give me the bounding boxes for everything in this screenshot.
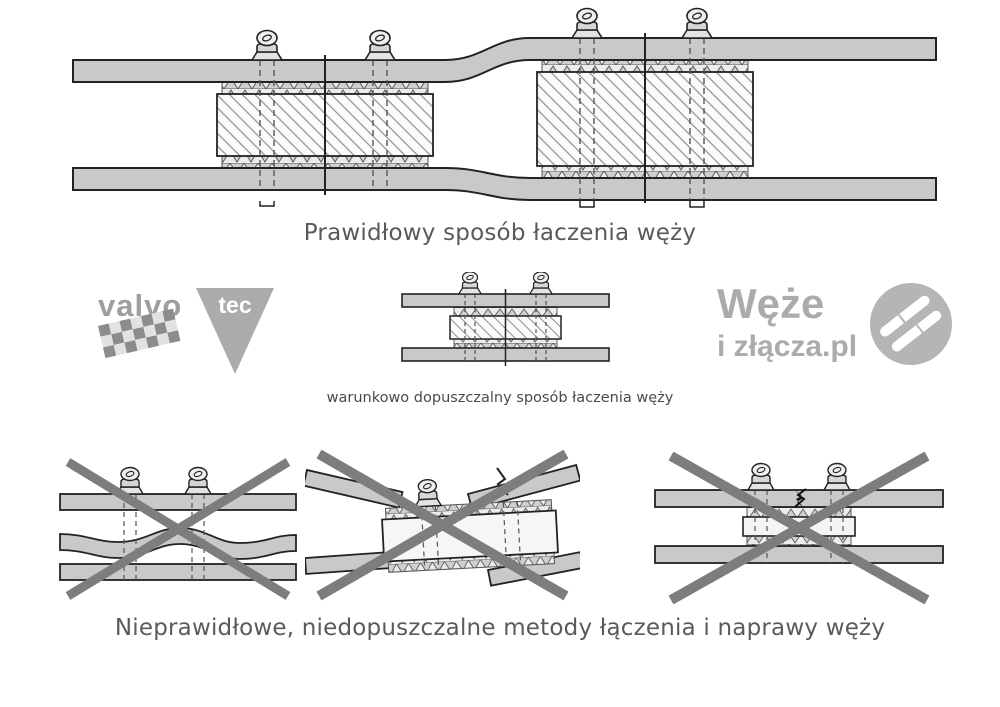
caption-correct-method: Prawidłowy sposób łaczenia węży <box>303 220 697 246</box>
hose-clamp-screw-icon <box>251 29 283 61</box>
correct-joining-diagram <box>72 7 937 208</box>
hose-damage-crack-icon <box>793 488 807 509</box>
hose-clamp-screw-icon <box>823 462 851 491</box>
clamp-band-lines <box>259 38 705 200</box>
hose-bottom-wall <box>654 545 944 564</box>
weze-logo-line1: Węże <box>717 280 824 327</box>
valvotec-logo-suffix: tec <box>218 292 251 318</box>
incorrect-method-repair-diagram <box>654 451 944 605</box>
incorrect-method-angled-diagram <box>305 449 580 601</box>
hose-top-wall <box>72 37 937 83</box>
weze-logo-line2: i złącza.pl <box>717 330 857 363</box>
conditional-joining-diagram <box>401 272 610 366</box>
caption-incorrect-methods: Nieprawidłowe, niedopuszczalne metody łą… <box>114 615 886 641</box>
hose-clamp-screw-icon <box>184 466 212 495</box>
weze-izlacza-logo: Węże i złącza.pl <box>717 280 952 365</box>
hose-icon <box>870 283 952 365</box>
hose-clamp-screw-icon <box>458 272 482 295</box>
hose-top-wall <box>59 493 297 511</box>
hose-clamp-screw-icon <box>681 7 713 39</box>
valvotec-triangle-icon <box>196 288 274 374</box>
incorrect-method-no-fitting-diagram <box>59 458 297 600</box>
hose-bottom-wall <box>72 167 937 201</box>
valvotec-logo: valvo tec <box>98 288 274 374</box>
hose-clamp-screw-icon <box>747 462 775 491</box>
clamp-band-ends <box>259 201 705 208</box>
cross-out-icon <box>65 458 291 600</box>
checkered-flag-icon <box>98 308 181 359</box>
hose-clamp-screw-icon <box>529 272 553 295</box>
hose-clamp-screw-icon <box>571 7 603 39</box>
hose-clamp-screw-icon <box>364 29 396 61</box>
caption-conditional-method: warunkowo dopuszczalny sposób łaczenia w… <box>326 390 674 406</box>
cross-out-icon <box>668 451 930 605</box>
hose-icon-tubes <box>880 295 942 352</box>
cross-out-icon <box>316 449 569 601</box>
